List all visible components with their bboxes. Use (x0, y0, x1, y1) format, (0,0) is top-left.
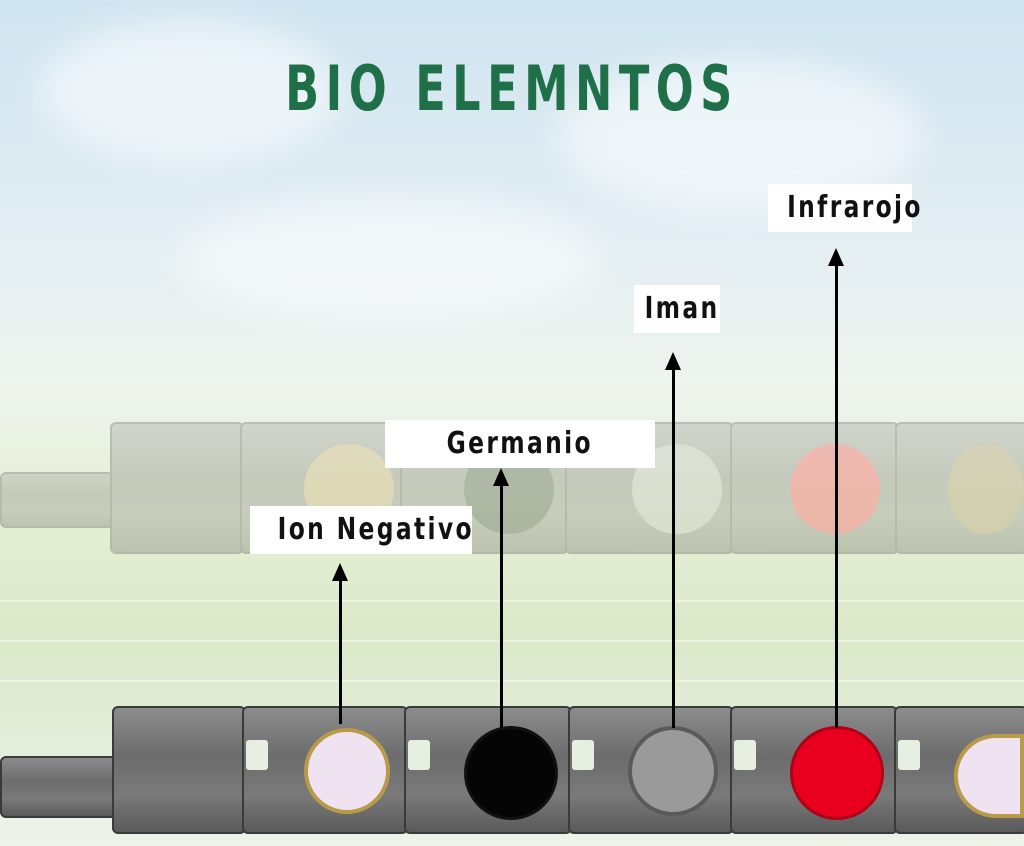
field-line (0, 680, 1024, 682)
stone-germanio (464, 726, 558, 820)
link-notch (572, 740, 594, 770)
arrow-germanio-head (493, 468, 509, 486)
stone-iman (628, 726, 718, 816)
cloud (180, 200, 600, 320)
ghost-link (730, 422, 899, 554)
bracelet (0, 700, 1024, 836)
label-iman: Iman (634, 285, 720, 333)
field-line (0, 600, 1024, 602)
clasp (0, 756, 124, 818)
ghost-stone (948, 444, 1024, 534)
arrow-germanio-shaft (500, 484, 503, 728)
bracelet-link (112, 706, 246, 834)
field-line (0, 640, 1024, 642)
label-infrarojo: Infrarojo (768, 184, 920, 232)
stone-ion-negativo (304, 728, 390, 814)
link-notch (408, 740, 430, 770)
arrow-iman-shaft (672, 368, 675, 728)
arrow-iman-head (665, 352, 681, 370)
label-germanio: Germanio (385, 420, 655, 468)
label-iman-text: Iman (644, 291, 720, 326)
label-infrarojo-text: Infrarojo (787, 190, 923, 225)
link-notch (734, 740, 756, 770)
ghost-link (110, 422, 244, 554)
stone-extra (954, 734, 1024, 818)
ghost-clasp (0, 472, 114, 528)
arrow-ion-negativo-head (332, 563, 348, 581)
label-germanio-text: Germanio (446, 426, 594, 461)
arrow-infrarojo-head (828, 248, 844, 266)
arrow-infrarojo-shaft (835, 264, 838, 728)
ghost-link (895, 422, 1024, 554)
link-notch (246, 740, 268, 770)
label-ion-negativo-text: Ion Negativo (277, 512, 474, 547)
arrow-ion-negativo-shaft (339, 578, 342, 724)
cloud (40, 20, 340, 160)
label-ion-negativo: Ion Negativo (250, 506, 472, 554)
page-title: BIO ELEMNTOS (285, 52, 739, 125)
link-notch (898, 740, 920, 770)
stone-infrarojo (790, 726, 884, 820)
